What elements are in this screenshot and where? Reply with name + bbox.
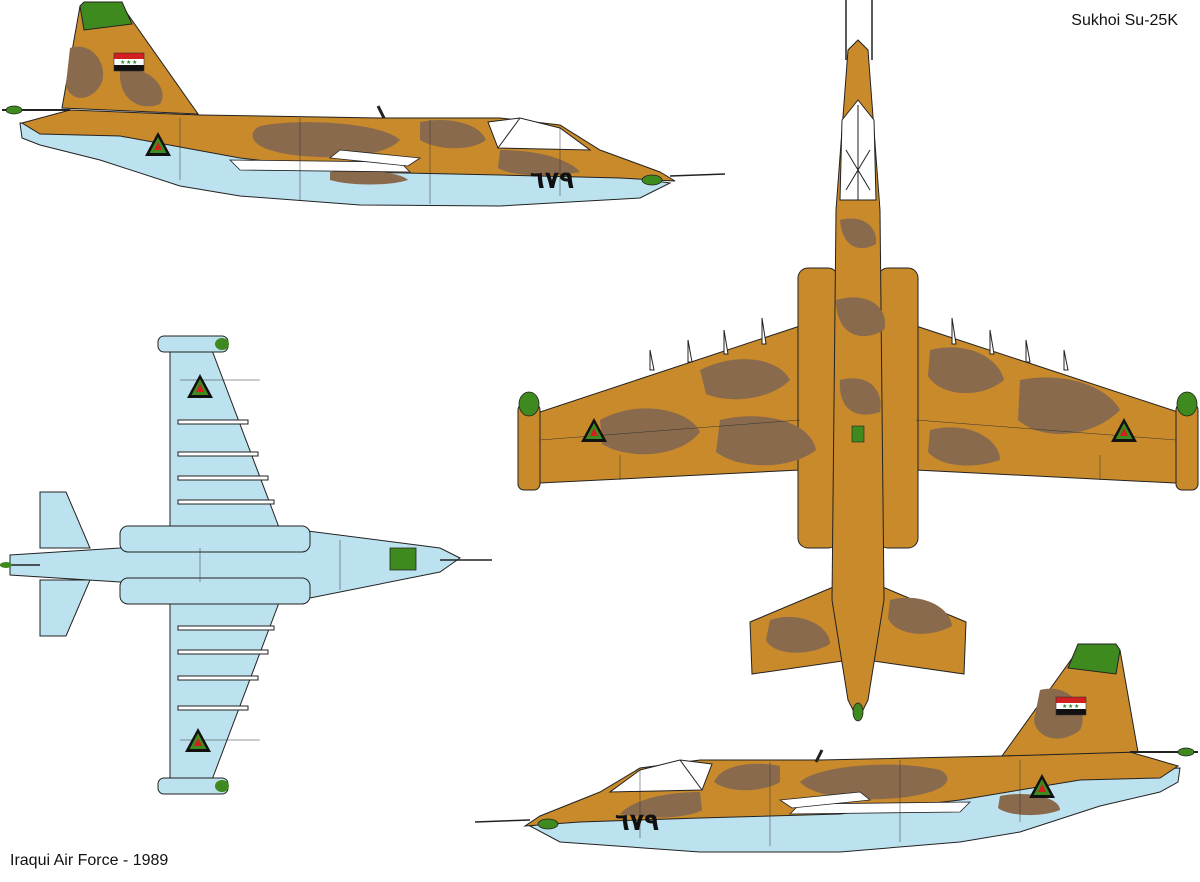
serial-number-left: ٦٧٩: [530, 166, 574, 194]
left-profile-view: ٦٧٩: [2, 1, 726, 207]
footer-caption: Iraqui Air Force - 1989: [10, 852, 169, 869]
top-plan-view: [517, 0, 1199, 722]
right-profile-view: ٦٧٩: [474, 643, 1198, 853]
serial-number-right: ٦٧٩: [615, 808, 659, 836]
page-title: Sukhoi Su-25K: [1071, 12, 1178, 29]
underside-plan-view: [0, 335, 492, 795]
